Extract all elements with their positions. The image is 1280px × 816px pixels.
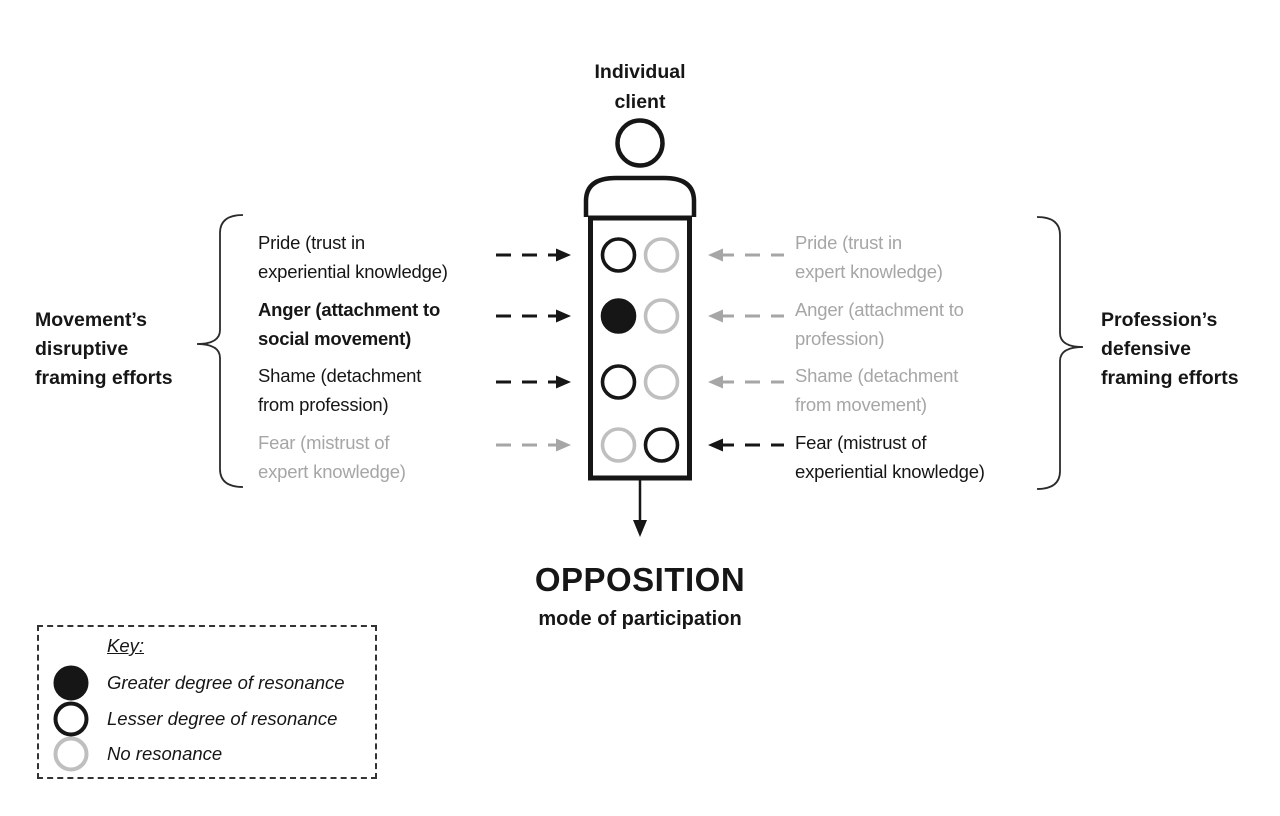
key-symbol-greater — [53, 665, 89, 701]
framing-arrows — [496, 248, 784, 452]
frame-text-line: experiential knowledge) — [795, 460, 985, 482]
resonance-circles — [600, 237, 680, 463]
circle-profession-fear — [643, 427, 680, 463]
profession-brace — [1036, 216, 1084, 490]
profession-frame-fear-text: Fear (mistrust of experiential knowledge… — [795, 429, 985, 486]
movement-label-line: disruptive — [35, 338, 129, 360]
movement-arrow-anger — [496, 309, 571, 323]
movement-frame-pride-text: Pride (trust in experiential knowledge) — [258, 229, 448, 286]
profession-group-label: Profession’s defensive framing efforts — [1101, 306, 1276, 393]
frame-text-line: Shame (detachment — [258, 365, 422, 386]
outcome-title: OPPOSITION — [534, 561, 746, 598]
circle-profession-shame — [643, 364, 680, 400]
circle-movement-anger — [600, 298, 637, 334]
key-item-none-label: No resonance — [107, 743, 223, 764]
profession-frame-shame-text: Shame (detachment from movement) — [795, 362, 958, 419]
profession-label-line: Profession’s — [1101, 309, 1218, 331]
frame-text-line: social movement) — [258, 327, 412, 349]
movement-frame-fear: Fear (mistrust of expert knowledge) — [258, 429, 406, 486]
client-person-icon — [583, 118, 697, 481]
circle-profession-anger — [643, 298, 680, 334]
movement-frame-pride: Pride (trust in experiential knowledge) — [258, 229, 448, 286]
key-box — [37, 625, 377, 779]
client-head — [615, 118, 665, 168]
circle-movement-pride — [600, 237, 637, 273]
frame-text-line: Pride (trust in — [258, 232, 366, 253]
movement-frame-shame: Shame (detachment from profession) — [258, 362, 421, 419]
movement-frame-anger-text: Anger (attachment to social movement) — [258, 296, 440, 353]
frame-text-line: profession) — [795, 327, 885, 349]
client-label-line: client — [614, 91, 666, 113]
frame-text-line: Pride (trust in — [795, 232, 903, 253]
frame-text-line: Anger (attachment to — [258, 299, 441, 320]
circle-movement-fear — [600, 427, 637, 463]
client-label-line: Individual — [594, 61, 686, 83]
frame-text-line: experiential knowledge) — [258, 260, 448, 282]
movement-brace — [196, 214, 244, 488]
opposition-arrow — [633, 480, 647, 537]
frame-text-line: expert knowledge) — [795, 260, 943, 282]
profession-frame-shame: Shame (detachment from movement) — [795, 362, 958, 419]
profession-arrow-fear — [708, 438, 784, 452]
movement-frame-anger: Anger (attachment to social movement) — [258, 296, 440, 353]
frame-text-line: Anger (attachment to — [795, 299, 964, 320]
outcome-subtitle: mode of participation — [538, 608, 742, 630]
key-symbol-none — [53, 736, 89, 772]
movement-arrow-pride — [496, 248, 571, 262]
movement-group-label: Movement’s disruptive framing efforts — [35, 306, 205, 393]
key-symbol-lesser — [53, 701, 89, 737]
movement-label-line: framing efforts — [35, 367, 173, 389]
profession-frame-anger: Anger (attachment to profession) — [795, 296, 964, 353]
movement-frame-fear-text: Fear (mistrust of expert knowledge) — [258, 429, 406, 486]
profession-frame-pride: Pride (trust in expert knowledge) — [795, 229, 943, 286]
movement-label-line: Movement’s — [35, 309, 147, 331]
movement-arrow-fear — [496, 438, 571, 452]
profession-arrow-anger — [708, 309, 784, 323]
frame-text-line: expert knowledge) — [258, 460, 406, 482]
client-shoulders — [583, 175, 697, 217]
movement-arrow-shame — [496, 375, 571, 389]
profession-arrow-pride — [708, 248, 784, 262]
profession-label-line: framing efforts — [1101, 367, 1239, 389]
key-title: Key: — [107, 635, 145, 656]
key-symbols — [53, 665, 89, 772]
frame-text-line: Fear (mistrust of — [258, 432, 390, 453]
frame-text-line: Shame (detachment — [795, 365, 959, 386]
movement-frame-shame-text: Shame (detachment from profession) — [258, 362, 421, 419]
profession-frame-pride-text: Pride (trust in expert knowledge) — [795, 229, 943, 286]
outcome-block: OPPOSITION mode of participation — [465, 561, 815, 632]
profession-frame-anger-text: Anger (attachment to profession) — [795, 296, 964, 353]
client-label: Individual client — [555, 57, 725, 117]
frame-text-line: Fear (mistrust of — [795, 432, 927, 453]
profession-frame-fear: Fear (mistrust of experiential knowledge… — [795, 429, 985, 486]
frame-text-line: from profession) — [258, 393, 389, 415]
circle-movement-shame — [600, 364, 637, 400]
key-item-lesser-label: Lesser degree of resonance — [107, 708, 338, 729]
circle-profession-pride — [643, 237, 680, 273]
profession-arrow-shame — [708, 375, 784, 389]
frame-text-line: from movement) — [795, 393, 927, 415]
key-item-greater-label: Greater degree of resonance — [107, 672, 345, 693]
profession-label-line: defensive — [1101, 338, 1191, 360]
